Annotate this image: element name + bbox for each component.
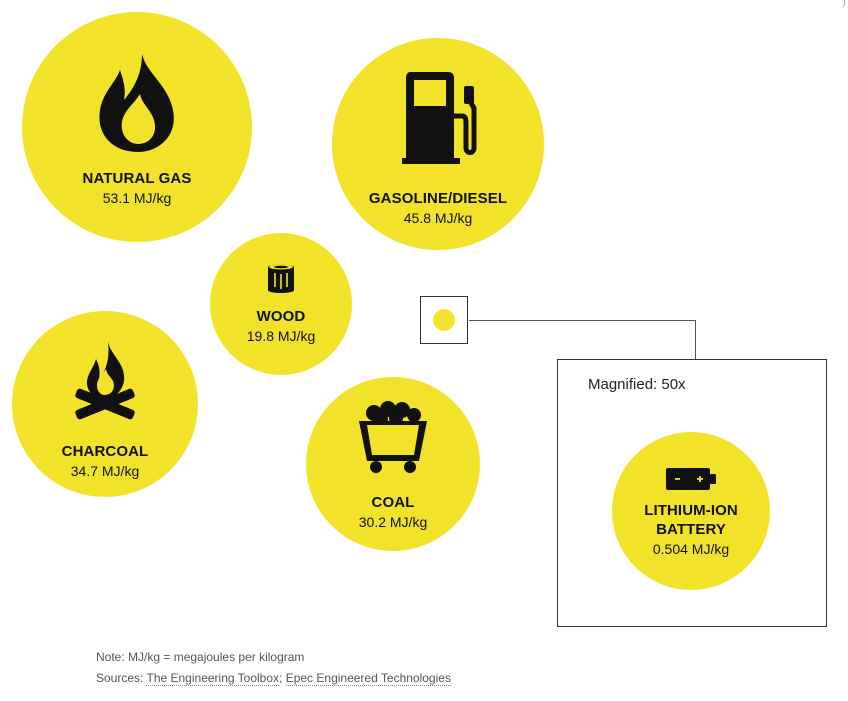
connector-line-vertical [695, 320, 696, 360]
value-natural-gas: 53.1 MJ/kg [102, 190, 172, 206]
label-lithium-ion-line-1: LITHIUM-ION [644, 502, 738, 519]
label-gasoline-diesel: GASOLINE/DIESEL [368, 190, 508, 207]
battery-actual-size-dot [433, 309, 455, 331]
log-icon [268, 264, 294, 293]
bubble-gasoline-diesel: GASOLINE/DIESEL 45.8 MJ/kg [332, 38, 544, 250]
value-coal: 30.2 MJ/kg [358, 514, 428, 530]
value-charcoal: 34.7 MJ/kg [70, 463, 140, 479]
bubble-wood: WOOD 19.8 MJ/kg [210, 233, 352, 375]
sources-prefix: Sources: [96, 671, 147, 685]
connector-line-horizontal [469, 320, 696, 321]
battery-icon [666, 468, 716, 490]
magnified-box: Magnified: 50x LITHIUM-ION BATTERY 0.504… [557, 359, 827, 627]
flame-icon [99, 54, 174, 152]
label-lithium-ion-line-2: BATTERY [656, 521, 726, 538]
corner-mark: ) [842, 0, 846, 8]
value-wood: 19.8 MJ/kg [246, 328, 316, 344]
actual-scale-box [420, 296, 468, 344]
bubble-natural-gas: NATURAL GAS 53.1 MJ/kg [22, 12, 252, 242]
label-wood: WOOD [256, 308, 306, 325]
bubble-coal: COAL 30.2 MJ/kg [306, 377, 480, 551]
coal-cart-icon [359, 401, 427, 473]
label-coal: COAL [371, 494, 415, 511]
sources-separator: ; [279, 671, 286, 685]
note-text: Note: MJ/kg = megajoules per kilogram [96, 650, 305, 664]
magnified-label: Magnified: 50x [588, 376, 686, 393]
value-gasoline-diesel: 45.8 MJ/kg [403, 210, 473, 226]
source-link-epec[interactable]: Epec Engineered Technologies [285, 671, 451, 686]
sources-line: Sources: The Engineering Toolbox; Epec E… [96, 671, 451, 686]
label-natural-gas: NATURAL GAS [82, 170, 192, 187]
campfire-icon [75, 341, 135, 420]
label-charcoal: CHARCOAL [61, 443, 149, 460]
source-link-engineering-toolbox[interactable]: The Engineering Toolbox [146, 671, 280, 686]
bubble-lithium-ion-battery: LITHIUM-ION BATTERY 0.504 MJ/kg [612, 432, 770, 590]
bubble-charcoal: CHARCOAL 34.7 MJ/kg [12, 311, 198, 497]
value-lithium-ion-battery: 0.504 MJ/kg [652, 541, 730, 557]
fuel-pump-icon [402, 72, 477, 164]
